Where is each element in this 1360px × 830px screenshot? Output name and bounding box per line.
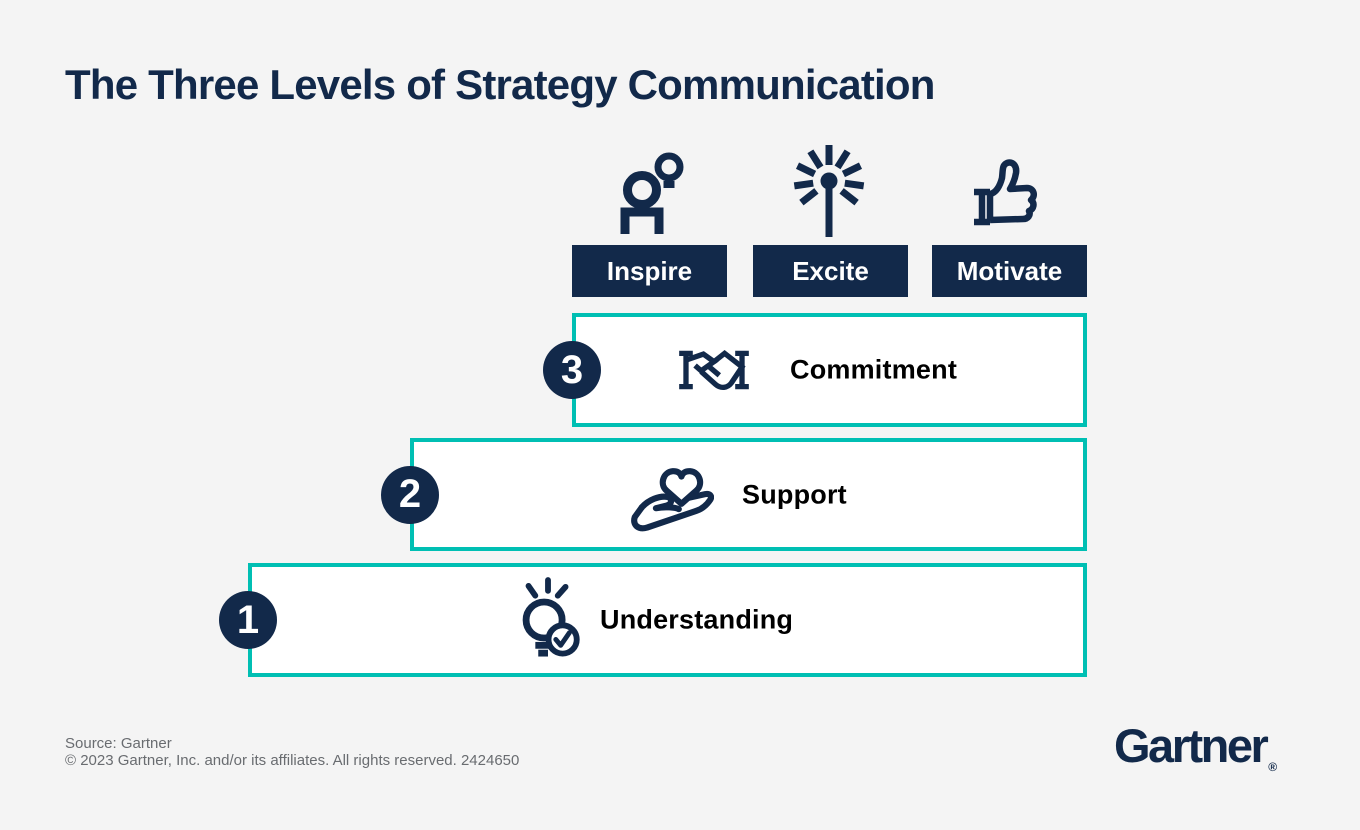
- top-label-excite: Excite: [753, 245, 908, 297]
- top-label-inspire: Inspire: [572, 245, 727, 297]
- copyright-line: © 2023 Gartner, Inc. and/or its affiliat…: [65, 752, 520, 769]
- spark-burst-icon: [793, 145, 865, 237]
- level-label: Understanding: [600, 604, 794, 635]
- level-bar-understanding: 1 Understanding: [219, 563, 1087, 677]
- page-title: The Three Levels of Strategy Communicati…: [65, 61, 935, 108]
- top-label-text: Excite: [792, 255, 869, 286]
- registered-trademark-symbol: ®: [1268, 760, 1278, 774]
- level-label: Commitment: [790, 354, 958, 385]
- gartner-logo: Gartner®: [1114, 718, 1278, 774]
- top-label-text: Inspire: [606, 255, 693, 286]
- level-number-badge: 3: [543, 341, 601, 399]
- top-label-motivate: Motivate: [932, 245, 1087, 297]
- level-label: Support: [742, 479, 847, 509]
- handshake-icon: [679, 349, 749, 390]
- gartner-logo-text: Gartner: [1114, 719, 1269, 772]
- thumbs-up-icon: [974, 159, 1037, 226]
- level-bar-commitment: 3 Commitment: [543, 313, 1087, 427]
- top-label-text: Motivate: [956, 255, 1063, 286]
- source-line: Source: Gartner: [65, 735, 172, 752]
- level-number-badge: 2: [381, 465, 439, 524]
- source-block: Source: Gartner © 2023 Gartner, Inc. and…: [65, 735, 519, 769]
- lightbulb-check-icon: [522, 577, 580, 657]
- level-number-badge: 1: [219, 591, 277, 649]
- hand-heart-icon: [631, 467, 714, 531]
- person-lightbulb-icon: [620, 152, 684, 234]
- level-bar-support: 2 Support: [381, 438, 1087, 551]
